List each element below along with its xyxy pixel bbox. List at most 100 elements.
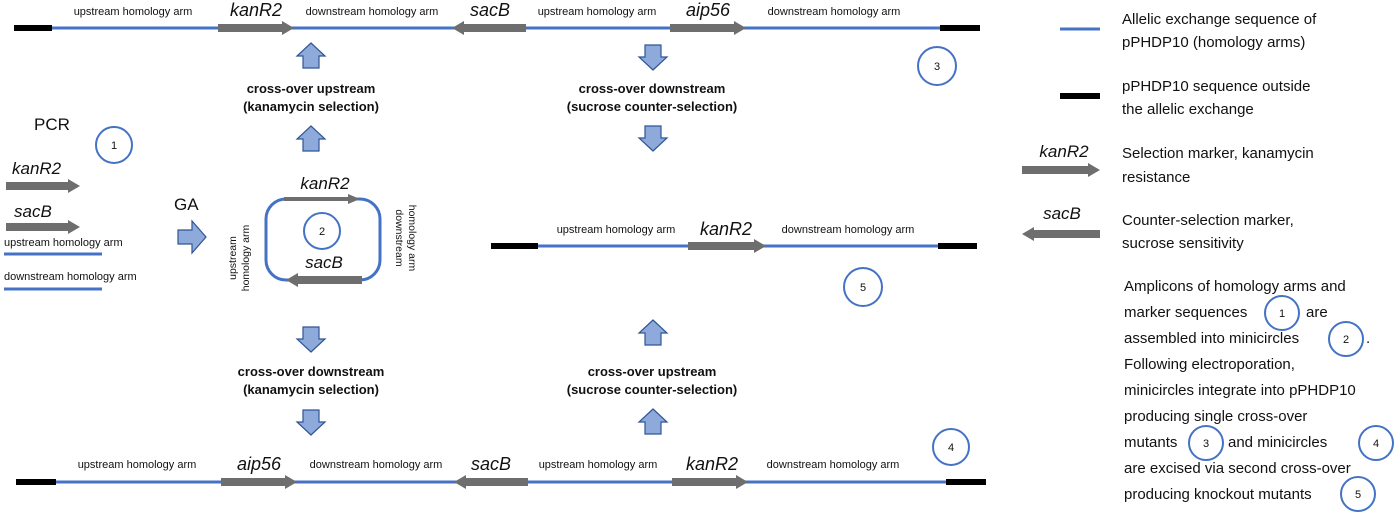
aip56-gene-arrow	[221, 475, 297, 489]
upstream-arm-label: upstream homology arm	[538, 6, 657, 18]
legend-text: Selection marker, kanamycin	[1122, 145, 1314, 162]
legend-text: the allelic exchange	[1122, 101, 1254, 118]
step-label: (sucrose counter-selection)	[567, 382, 738, 397]
step-marker-4: 4	[1358, 425, 1394, 461]
sacB-gene-arrow	[286, 273, 362, 287]
step-marker-3: 3	[917, 46, 957, 86]
sacB-gene-arrow	[6, 220, 80, 234]
sacB-label: sacB	[305, 253, 343, 272]
sacB-label: sacB	[470, 0, 510, 20]
aip56-gene-arrow	[670, 21, 746, 35]
downstream-arm-label: downstream homology arm	[4, 271, 137, 283]
upstream-arm-label: upstream homology arm	[557, 224, 676, 236]
step-marker-5: 5	[1340, 476, 1376, 512]
step-marker-2: 2	[1328, 321, 1364, 357]
step-marker-4: 4	[932, 428, 970, 466]
right-column-steps: cross-over downstream (sucrose counter-s…	[567, 44, 738, 435]
kanR2-label: kanR2	[686, 454, 738, 474]
svg-text:5: 5	[1355, 489, 1361, 501]
step-markers: 1 2 3 5 4	[95, 46, 970, 466]
legend-text: pPHDP10 sequence outside	[1122, 78, 1310, 95]
step-label: (kanamycin selection)	[243, 99, 379, 114]
kanR2-gene-arrow	[218, 21, 294, 35]
bottom-construct: upstream homology arm aip56 downstream h…	[16, 454, 986, 489]
legend: Allelic exchange sequence of pPHDP10 (ho…	[1022, 11, 1317, 252]
block-arrow-up	[637, 319, 669, 346]
block-arrow-down	[295, 326, 327, 353]
legend-text: Counter-selection marker,	[1122, 212, 1294, 229]
upstream-arm-vertical-label: upstream	[227, 236, 239, 280]
step-marker-5: 5	[843, 267, 883, 307]
step-marker-1: 1	[95, 126, 133, 164]
step-label: (sucrose counter-selection)	[567, 99, 738, 114]
svg-text:3: 3	[934, 61, 940, 73]
description-line: are	[1306, 304, 1328, 321]
sacB-gene-arrow	[454, 475, 528, 489]
legend-text: resistance	[1122, 169, 1190, 186]
downstream-arm-vertical-label: homology arm	[406, 205, 418, 272]
upstream-arm-vertical-label: homology arm	[240, 224, 252, 291]
sacB-label: sacB	[1043, 204, 1081, 223]
top-construct: upstream homology arm kanR2 downstream h…	[14, 0, 980, 35]
kanR2-gene-arrow	[672, 475, 748, 489]
knockout-construct: upstream homology arm kanR2 downstream h…	[491, 219, 977, 253]
svg-text:1: 1	[1279, 308, 1285, 320]
svg-text:5: 5	[860, 282, 866, 294]
kanR2-gene-arrow	[6, 179, 80, 193]
svg-text:3: 3	[1203, 438, 1209, 450]
description-line: Following electroporation,	[1124, 356, 1295, 373]
downstream-arm-label: downstream homology arm	[310, 459, 443, 471]
block-arrow-down	[637, 125, 669, 152]
kanR2-label: kanR2	[700, 219, 752, 239]
pcr-label: PCR	[34, 115, 70, 134]
kanR2-gene-arrow	[1022, 163, 1100, 177]
sacB-label: sacB	[14, 202, 52, 221]
legend-text: pPHDP10 (homology arms)	[1122, 34, 1305, 51]
description-line: and minicircles	[1228, 434, 1327, 451]
description-line: mutants	[1124, 434, 1177, 451]
kanR2-label: kanR2	[1039, 142, 1089, 161]
step-marker-2: 2	[303, 212, 341, 250]
kanR2-gene-arrow	[284, 194, 360, 204]
step-label: cross-over upstream	[588, 364, 717, 379]
downstream-arm-label: downstream homology arm	[306, 6, 439, 18]
description-line: producing single cross-over	[1124, 408, 1307, 425]
downstream-arm-label: downstream homology arm	[782, 224, 915, 236]
kanR2-label: kanR2	[12, 159, 62, 178]
description-line: minicircles integrate into pPHDP10	[1124, 382, 1356, 399]
sacB-label: sacB	[471, 454, 511, 474]
block-arrow-up	[637, 408, 669, 435]
step-marker-1: 1	[1264, 295, 1300, 331]
downstream-arm-label: downstream homology arm	[767, 459, 900, 471]
svg-text:4: 4	[1373, 438, 1379, 450]
upstream-arm-label: upstream homology arm	[539, 459, 658, 471]
description-line: marker sequences	[1124, 304, 1247, 321]
step-label: cross-over downstream	[579, 81, 726, 96]
description-line: Amplicons of homology arms and	[1124, 278, 1346, 295]
description-line: .	[1366, 330, 1370, 347]
legend-text: sucrose sensitivity	[1122, 235, 1244, 252]
block-arrow-down	[295, 409, 327, 436]
legend-text: Allelic exchange sequence of	[1122, 11, 1317, 28]
pcr-parts: PCR kanR2 sacB upstream homology arm dow…	[4, 115, 207, 291]
block-arrow-up	[295, 42, 327, 69]
downstream-arm-vertical-label: downstream	[393, 209, 405, 266]
svg-text:2: 2	[319, 226, 325, 238]
step-label: cross-over upstream	[247, 81, 376, 96]
ga-label: GA	[174, 195, 199, 214]
description: Amplicons of homology arms and marker se…	[1124, 278, 1394, 512]
sacB-gene-arrow	[1022, 227, 1100, 241]
step-marker-3: 3	[1188, 425, 1224, 461]
kanR2-label: kanR2	[230, 0, 282, 20]
description-line: are excised via second cross-over	[1124, 460, 1351, 477]
svg-text:2: 2	[1343, 334, 1349, 346]
upstream-arm-label: upstream homology arm	[4, 237, 123, 249]
gibson-assembly-block-arrow	[177, 219, 207, 255]
aip56-label: aip56	[686, 0, 731, 20]
sacB-gene-arrow	[452, 21, 526, 35]
block-arrow-up	[295, 125, 327, 152]
minicircle: kanR2 sacB upstream homology arm downstr…	[227, 174, 418, 291]
description-line: assembled into minicircles	[1124, 330, 1299, 347]
downstream-arm-label: downstream homology arm	[768, 6, 901, 18]
upstream-arm-label: upstream homology arm	[78, 459, 197, 471]
